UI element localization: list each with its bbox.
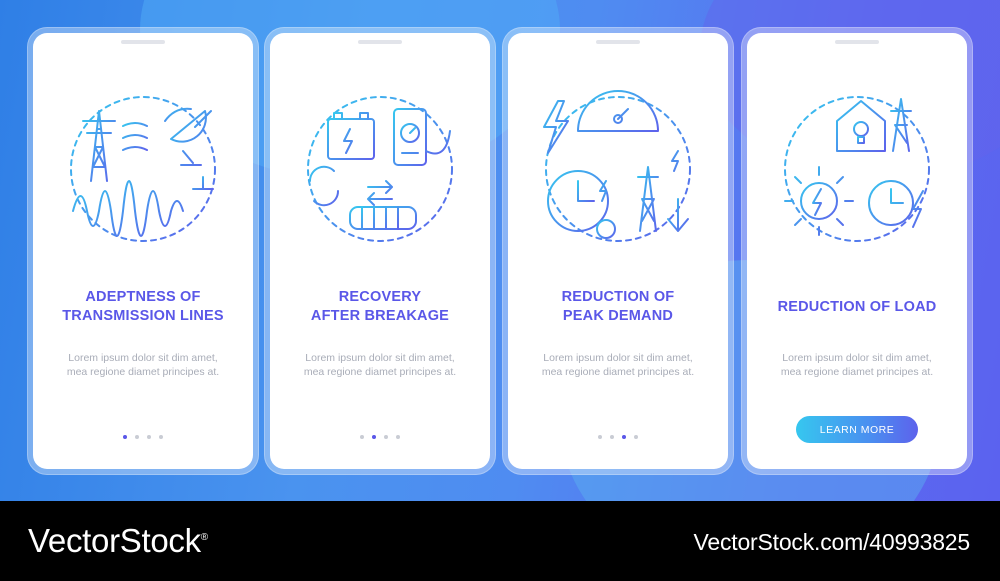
title-line-1: REDUCTION OF [561,289,675,305]
title-line-2: PEAK DEMAND [562,308,674,324]
pagination-dots [270,428,490,439]
onboarding-card-3: REDUCTION OF PEAK DEMAND Lorem ipsum dol… [502,27,734,475]
recovery-after-breakage-icon [307,96,453,242]
learn-more-button[interactable]: LEARN MORE [796,416,918,443]
page-dot-2[interactable] [135,434,139,439]
phone-notch [596,40,640,44]
pagination-dots [33,428,253,439]
card-title: REDUCTION OF LOAD [755,298,959,317]
pagination-dots [508,428,728,439]
card-title: ADEPTNESS OF TRANSMISSION LINES [41,288,245,326]
page-dot-3[interactable] [147,434,151,439]
onboarding-card-1: ADEPTNESS OF TRANSMISSION LINES Lorem ip… [27,27,259,475]
transmission-lines-icon [70,96,216,242]
card-screen: ADEPTNESS OF TRANSMISSION LINES Lorem ip… [33,33,253,469]
onboarding-card-2: RECOVERY AFTER BREAKAGE Lorem ipsum dolo… [264,27,496,475]
footer-bar [0,501,1000,581]
page-dot-1[interactable] [598,434,602,439]
title-line-1: ADEPTNESS OF [85,289,201,305]
page-dot-2[interactable] [610,434,614,439]
card-description: Lorem ipsum dolor sit dim amet, mea regi… [66,352,220,378]
title-line-2: TRANSMISSION LINES [62,308,224,324]
phone-notch [835,40,879,44]
vectorstock-logo: VectorStock® [28,522,208,559]
card-screen: REDUCTION OF PEAK DEMAND Lorem ipsum dol… [508,33,728,469]
title-line-2: AFTER BREAKAGE [310,308,450,324]
page-dot-3[interactable] [384,434,388,439]
title-line-1: RECOVERY [338,289,422,305]
page-dot-3[interactable] [622,434,626,439]
title-line-1: REDUCTION OF LOAD [777,299,937,315]
card-screen: REDUCTION OF LOAD Lorem ipsum dolor sit … [747,33,967,469]
phone-notch [358,40,402,44]
card-title: RECOVERY AFTER BREAKAGE [278,288,482,326]
page-dot-1[interactable] [360,434,364,439]
page-dot-1[interactable] [123,434,127,439]
page-dot-4[interactable] [396,434,400,439]
card-description: Lorem ipsum dolor sit dim amet, mea regi… [541,352,695,378]
image-id-label: VectorStock.com/40993825 [693,529,971,555]
card-description: Lorem ipsum dolor sit dim amet, mea regi… [303,352,457,378]
page-dot-4[interactable] [634,434,638,439]
peak-demand-icon [543,90,691,242]
card-description: Lorem ipsum dolor sit dim amet, mea regi… [780,352,934,378]
reduction-of-load-icon [784,96,930,242]
page-dot-4[interactable] [159,434,163,439]
card-title: REDUCTION OF PEAK DEMAND [516,288,720,326]
onboarding-card-4: REDUCTION OF LOAD Lorem ipsum dolor sit … [741,27,973,475]
card-screen: RECOVERY AFTER BREAKAGE Lorem ipsum dolo… [270,33,490,469]
page-dot-2[interactable] [372,434,376,439]
phone-notch [121,40,165,44]
